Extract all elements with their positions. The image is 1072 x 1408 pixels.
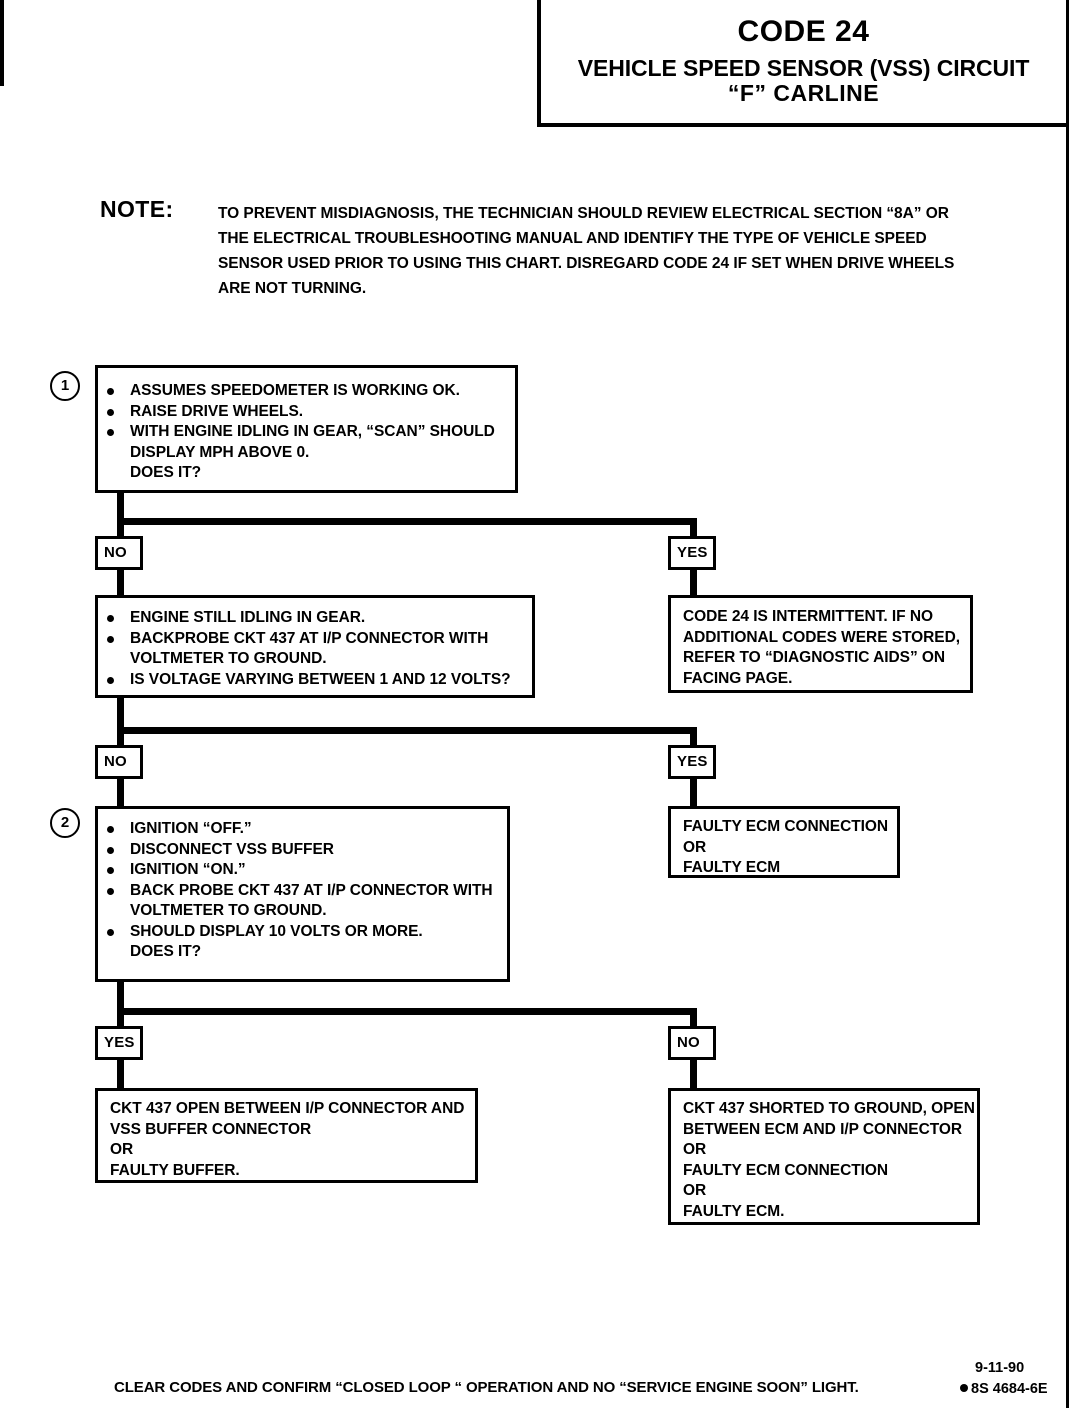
step-2-action-box: ENGINE STILL IDLING IN GEAR. BACKPROBE C… [95, 595, 535, 698]
note-label: NOTE: [100, 196, 174, 222]
connector-vertical [117, 727, 124, 757]
step-1-action-box: ASSUMES SPEEDOMETER IS WORKING OK. RAISE… [95, 365, 518, 493]
intermittent-text: CODE 24 IS INTERMITTENT. IF NO ADDITIONA… [683, 607, 970, 689]
list-item: ENGINE STILL IDLING IN GEAR. [98, 608, 532, 629]
text-line: OR [683, 838, 707, 856]
connector-horizontal [117, 1008, 697, 1015]
note-line: SENSOR USED PRIOR TO USING THIS CHART. D… [218, 255, 955, 272]
faulty-ecm-text: FAULTY ECM CONNECTION OR FAULTY ECM [683, 817, 897, 879]
footer-instruction: CLEAR CODES AND CONFIRM “CLOSED LOOP “ O… [114, 1379, 859, 1396]
list-item-continuation: VOLTMETER TO GROUND. [130, 902, 327, 919]
connector-vertical [690, 1060, 697, 1090]
step-2-numbered-action-box: IGNITION “OFF.” DISCONNECT VSS BUFFER IG… [95, 806, 510, 982]
connector-vertical [117, 779, 124, 809]
branch-label-yes-2: YES [668, 745, 716, 779]
connector-vertical [117, 1008, 124, 1038]
text-line: CKT 437 OPEN BETWEEN I/P CONNECTOR AND [110, 1100, 465, 1117]
circuit-title: VEHICLE SPEED SENSOR (VSS) CIRCUIT [577, 54, 1030, 81]
shorted-circuit-result-box: CKT 437 SHORTED TO GROUND, OPEN BETWEEN … [668, 1088, 980, 1225]
step-2-list: ENGINE STILL IDLING IN GEAR. BACKPROBE C… [98, 608, 532, 690]
branch-label-yes-3: YES [95, 1026, 143, 1060]
connector-vertical [690, 570, 697, 598]
text-line: FACING PAGE. [683, 669, 793, 687]
open-circuit-result-box: CKT 437 OPEN BETWEEN I/P CONNECTOR AND V… [95, 1088, 478, 1183]
connector-horizontal [117, 727, 697, 734]
step-1-list: ASSUMES SPEEDOMETER IS WORKING OK. RAISE… [98, 381, 515, 484]
text-line: FAULTY BUFFER. [110, 1161, 240, 1179]
list-item: BACK PROBE CKT 437 AT I/P CONNECTOR WITH [98, 881, 507, 902]
footer-part-number: 8S 4684-6E [960, 1381, 1048, 1397]
text-line: OR [110, 1141, 134, 1158]
branch-label-no-1: NO [95, 536, 143, 570]
connector-vertical [117, 698, 124, 730]
connector-vertical [117, 570, 124, 598]
text-line: OR [683, 1141, 707, 1158]
footer-date: 9-11-90 [975, 1360, 1025, 1376]
text-line: ADDITIONAL CODES WERE STORED, [683, 628, 960, 646]
bullet-icon [960, 1384, 968, 1392]
text-line: FAULTY ECM CONNECTION [683, 818, 889, 835]
faulty-ecm-result-box: FAULTY ECM CONNECTION OR FAULTY ECM [668, 806, 900, 878]
connector-vertical [690, 779, 697, 807]
connector-vertical [690, 518, 697, 548]
note-body: TO PREVENT MISDIAGNOSIS, THE TECHNICIAN … [218, 201, 978, 301]
branch-label-no-3: NO [668, 1026, 716, 1060]
text-line: FAULTY ECM CONNECTION [683, 1161, 889, 1179]
connector-vertical [117, 1060, 124, 1090]
text-line: CKT 437 SHORTED TO GROUND, OPEN [683, 1100, 975, 1117]
list-item: SHOULD DISPLAY 10 VOLTS OR MORE. [98, 922, 507, 943]
page-edge-artifact-left [0, 0, 4, 86]
connector-horizontal [117, 518, 697, 525]
list-item: WITH ENGINE IDLING IN GEAR, “SCAN” SHOUL… [98, 422, 515, 443]
list-item: BACKPROBE CKT 437 AT I/P CONNECTOR WITH [98, 629, 532, 650]
step-number-1: 1 [50, 371, 80, 401]
branch-label-no-2: NO [95, 745, 143, 779]
text-line: REFER TO “DIAGNOSTIC AIDS” ON [683, 649, 946, 666]
text-line: FAULTY ECM. [683, 1202, 785, 1220]
connector-vertical [690, 1008, 697, 1038]
text-line: FAULTY ECM [683, 859, 781, 876]
list-item: RAISE DRIVE WHEELS. [98, 402, 515, 423]
text-line: VSS BUFFER CONNECTOR [110, 1120, 312, 1138]
text-line: OR [683, 1182, 707, 1199]
intermittent-result-box: CODE 24 IS INTERMITTENT. IF NO ADDITIONA… [668, 595, 973, 693]
note-line: ARE NOT TURNING. [218, 280, 367, 297]
step-number-2: 2 [50, 808, 80, 838]
connector-vertical [117, 518, 124, 548]
list-item: IGNITION “OFF.” [98, 819, 507, 840]
connector-vertical [117, 493, 124, 525]
code-title: CODE 24 [737, 15, 870, 48]
list-item-continuation: DISPLAY MPH ABOVE 0. [130, 443, 310, 461]
chart-header-box: CODE 24 VEHICLE SPEED SENSOR (VSS) CIRCU… [537, 0, 1066, 127]
note-line: THE ELECTRICAL TROUBLESHOOTING MANUAL AN… [218, 230, 927, 247]
connector-vertical [117, 982, 124, 1012]
page-border-line-right [1066, 0, 1069, 1408]
list-item: ASSUMES SPEEDOMETER IS WORKING OK. [98, 381, 515, 402]
connector-vertical [690, 727, 697, 757]
carline-title: “F” CARLINE [727, 80, 880, 107]
list-item-question: IS VOLTAGE VARYING BETWEEN 1 AND 12 VOLT… [98, 670, 532, 691]
step-2-numbered-list: IGNITION “OFF.” DISCONNECT VSS BUFFER IG… [98, 819, 507, 963]
text-line: CODE 24 IS INTERMITTENT. IF NO [683, 608, 933, 625]
list-item-question: DOES IT? [130, 464, 202, 481]
list-item: IGNITION “ON.” [98, 860, 507, 881]
text-line: BETWEEN ECM AND I/P CONNECTOR [683, 1120, 963, 1138]
open-circuit-text: CKT 437 OPEN BETWEEN I/P CONNECTOR AND V… [110, 1099, 475, 1181]
list-item-question: DOES IT? [130, 943, 202, 960]
list-item-continuation: VOLTMETER TO GROUND. [130, 650, 327, 667]
part-number-text: 8S 4684-6E [971, 1381, 1048, 1397]
branch-label-yes-1: YES [668, 536, 716, 570]
shorted-circuit-text: CKT 437 SHORTED TO GROUND, OPEN BETWEEN … [683, 1099, 977, 1222]
note-line: TO PREVENT MISDIAGNOSIS, THE TECHNICIAN … [218, 205, 949, 222]
list-item: DISCONNECT VSS BUFFER [98, 840, 507, 861]
